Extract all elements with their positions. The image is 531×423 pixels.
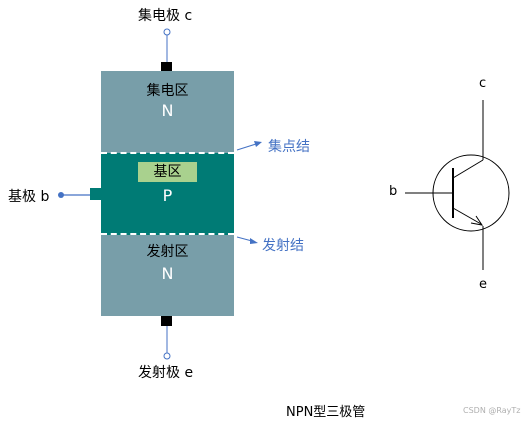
collector-junction-arrow-line <box>236 143 257 151</box>
collector-junction-arrowhead <box>254 141 262 147</box>
base-terminal-dot <box>58 192 64 198</box>
emitter-terminal-label: 发射极 e <box>138 365 194 381</box>
collector-region: 集电区 N <box>101 71 234 153</box>
emitter-terminal-circle <box>163 352 171 360</box>
symbol-collector-label: c <box>479 76 487 91</box>
diagram-caption: NPN型三极管 <box>286 405 366 420</box>
base-contact <box>90 188 101 200</box>
watermark: CSDN @RayTz <box>463 406 521 415</box>
symbol-emitter-label: e <box>479 277 487 292</box>
symbol-emitter-diag <box>452 207 482 225</box>
collector-terminal-label: 集电极 c <box>138 8 193 24</box>
base-region: 基区 P <box>101 153 234 235</box>
emitter-region-name: 发射区 <box>146 244 189 260</box>
emitter-region: 发射区 N <box>101 235 234 316</box>
emitter-contact <box>161 316 172 326</box>
emitter-junction-arrow-line <box>236 236 253 242</box>
collector-region-name: 集电区 <box>146 83 189 99</box>
symbol-base-label: b <box>389 184 398 199</box>
symbol-collector-diag <box>452 159 484 179</box>
collector-terminal-circle <box>163 28 171 36</box>
base-terminal-label: 基极 b <box>8 189 50 205</box>
base-region-name: 基区 <box>153 164 182 180</box>
collector-region-type: N <box>161 101 174 120</box>
symbol-emitter-arrow <box>470 215 484 226</box>
emitter-junction-arrowhead <box>250 238 258 244</box>
emitter-region-type: N <box>161 264 174 283</box>
base-region-type: P <box>162 186 173 205</box>
emitter-junction-line <box>101 233 234 235</box>
collector-contact <box>161 62 172 71</box>
collector-junction-label: 集点结 <box>268 139 310 155</box>
emitter-junction-label: 发射结 <box>262 238 304 254</box>
collector-junction-line <box>101 152 234 154</box>
base-label-box: 基区 <box>138 162 197 182</box>
